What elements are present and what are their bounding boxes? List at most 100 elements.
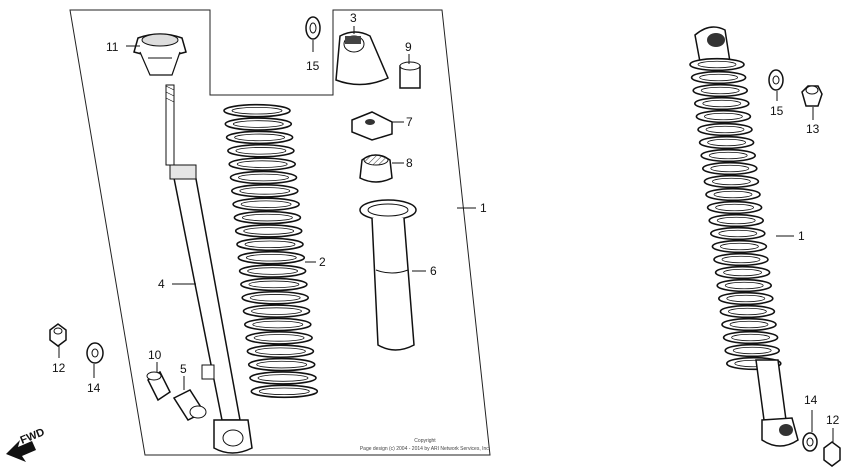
spring-coil [692, 83, 749, 98]
callout-3: 3 [350, 11, 357, 25]
spring-coil-inner [238, 173, 289, 182]
assembly-outline [69, 9, 491, 456]
spring-coil [223, 103, 291, 118]
callout-12b: 12 [826, 413, 840, 427]
spring-coil-inner [697, 60, 737, 69]
spring-coil [706, 200, 763, 215]
callout-12a: 12 [52, 361, 66, 375]
spring-coil [245, 331, 313, 345]
spring-coil-inner [235, 147, 287, 155]
spring-coil-inner [712, 177, 751, 186]
callout-8: 8 [406, 156, 413, 170]
spring-coil-inner [241, 213, 293, 222]
spring-coil-inner [716, 216, 756, 225]
spring-coil-inner [724, 281, 764, 290]
spring-coil [713, 252, 769, 267]
spring-coil-inner [249, 294, 301, 302]
spring-coil [243, 317, 312, 332]
spring-coil [703, 174, 760, 189]
callout-1b: 1 [798, 229, 805, 243]
washer-15b-part [768, 69, 784, 91]
spring-coil [247, 357, 316, 372]
washer-14-part [86, 342, 104, 364]
spring-coil-inner [713, 190, 753, 199]
spring-coil [234, 224, 303, 238]
spring-coil-inner [252, 320, 304, 329]
callout-13: 13 [806, 122, 820, 136]
forward-arrow-icon [6, 440, 36, 462]
callout-7: 7 [406, 115, 413, 129]
collar-10-part [146, 370, 171, 402]
spring-coil-inner [700, 86, 740, 95]
callout-14b: 14 [804, 393, 818, 407]
assembled-shock [689, 26, 799, 447]
spring-coil-inner [729, 320, 769, 329]
spring-coil-inner [710, 164, 750, 173]
damper-unit-part [165, 84, 253, 454]
spring-coil-inner [707, 138, 746, 147]
spring-coil-inner [256, 360, 308, 369]
spring-coil [228, 157, 297, 171]
callout-14a: 14 [87, 381, 101, 395]
callout-15b: 15 [770, 104, 784, 118]
spring-coil [225, 130, 294, 145]
spring-coil [233, 210, 302, 225]
cap-nut-13-part [801, 85, 823, 107]
spring-coil [722, 330, 779, 345]
spring-coil [693, 96, 750, 111]
spring-coil-inner [699, 73, 738, 82]
spring-coil-inner [251, 307, 302, 315]
spring-coil [698, 135, 755, 150]
spring-coil-inner [708, 151, 748, 160]
washer-15-part [305, 16, 321, 40]
spring-coil-inner [236, 160, 288, 168]
spring-coil [232, 197, 300, 212]
spring-coil-inner [248, 280, 300, 289]
spring-coil [241, 290, 310, 305]
spring-coil-inner [240, 200, 292, 208]
spring-coil-inner [723, 268, 762, 277]
spring-coil-inner [704, 112, 743, 121]
spring-coil-inner [254, 347, 306, 355]
spring-coil-inner [244, 240, 296, 249]
spring-coil-inner [245, 253, 297, 262]
spring-coil-inner [715, 203, 754, 212]
spring-coil-inner [731, 333, 770, 342]
callout-9: 9 [405, 40, 412, 54]
spring-coil [705, 187, 761, 202]
copyright-line2: Page design (c) 2004 - 2014 by ARI Netwo… [360, 446, 490, 452]
spring-coil [246, 344, 315, 359]
spring-coil [229, 170, 298, 185]
spring-coil-inner [234, 133, 286, 142]
stopper-8-part [359, 154, 393, 183]
callout-10: 10 [148, 348, 162, 362]
spring-coil-inner [239, 187, 291, 195]
spring-coil-inner [231, 106, 283, 115]
spring-coil [695, 109, 752, 124]
callout-4: 4 [158, 277, 165, 291]
spring-coil [249, 371, 317, 385]
callout-1a: 1 [480, 201, 487, 215]
spring-coil [236, 237, 304, 252]
spring-coil [689, 57, 745, 72]
spring-coil-inner [258, 387, 310, 396]
spring-coil-inner [253, 334, 305, 342]
spring-coil-inner [720, 242, 759, 251]
spring-coil-inner [247, 267, 299, 275]
bushing-9-part [399, 61, 421, 89]
spring-coil [721, 317, 777, 332]
spring-coil [237, 250, 306, 265]
spring-coil-inner [702, 99, 742, 108]
spring-coil [690, 70, 747, 85]
spring-coil [700, 148, 757, 163]
spring-seat-upper-part [133, 33, 187, 76]
spring-coil [719, 304, 776, 319]
spring-coil [238, 264, 307, 278]
spring-coil [714, 265, 771, 280]
spring-coil-inner [257, 374, 309, 382]
bushing-5-part [172, 389, 207, 421]
copyright-line1: Copyright [414, 438, 436, 444]
spring-coil-inner [728, 307, 767, 316]
spring-coil [224, 117, 293, 131]
spring-coil-inner [732, 346, 772, 355]
